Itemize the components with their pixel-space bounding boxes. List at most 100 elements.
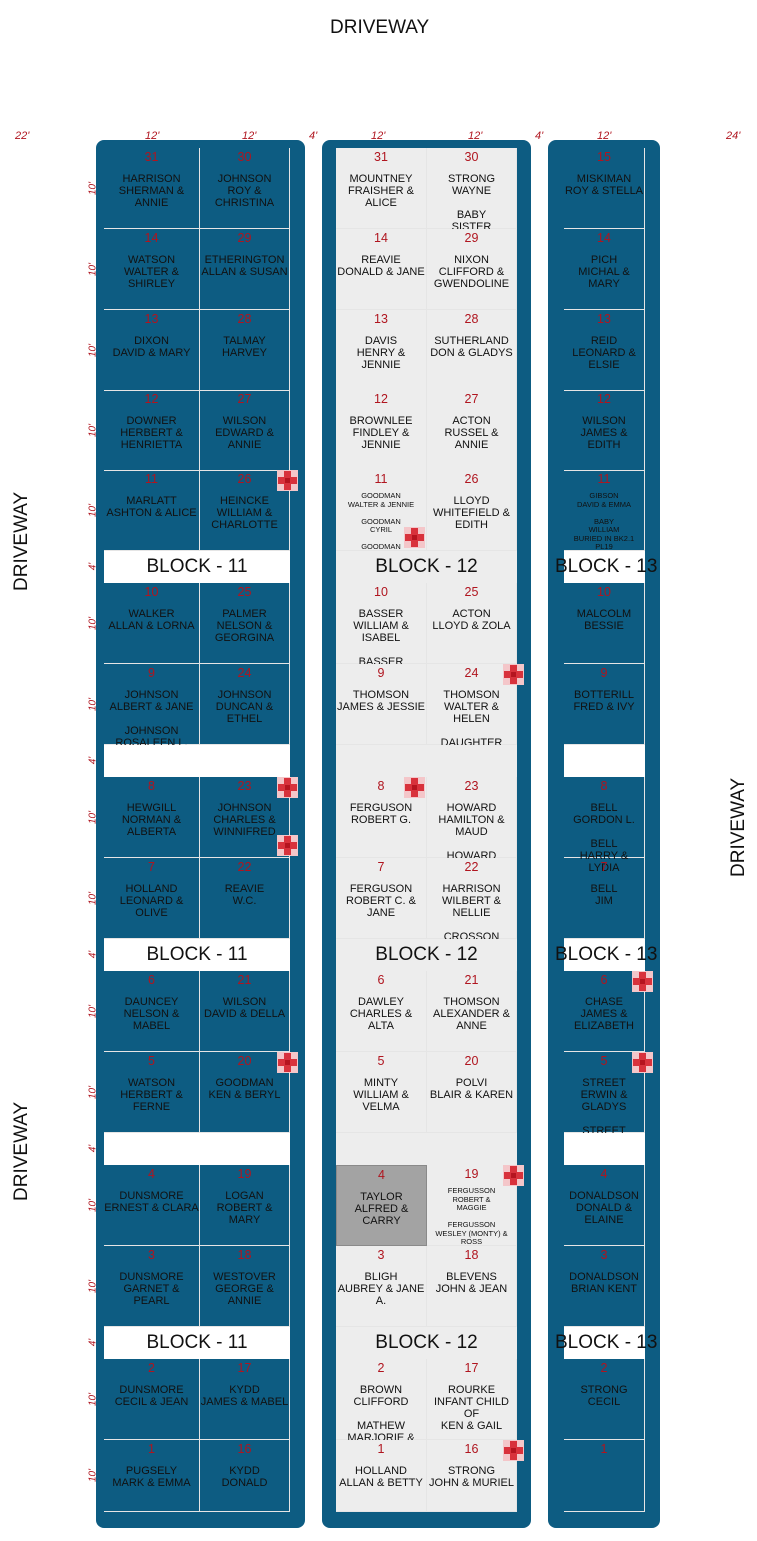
red-cross-marker-icon — [404, 527, 425, 548]
plot-occupants: HARRISON SHERMAN & ANNIE — [118, 173, 185, 209]
plot-occupants: MINTY WILLIAM & VELMA — [353, 1077, 409, 1113]
plot-number: 11 — [374, 472, 388, 486]
plot-number: 1 — [377, 1442, 385, 1456]
aisle-gap — [564, 551, 645, 583]
row-dimension-label: 10' — [87, 423, 99, 437]
plot-occupants: HOLLAND ALLAN & BETTY — [339, 1465, 423, 1489]
plot-b13-1[interactable]: 1 — [564, 1440, 645, 1512]
plot-number: 19 — [237, 1167, 252, 1181]
plot-occupants: GOODMAN KEN & BERYL — [208, 1077, 281, 1101]
plot-occupants: DUNSMORE ERNEST & CLARA — [104, 1190, 199, 1214]
plot-number: 15 — [597, 150, 611, 164]
aisle-gap — [104, 1133, 290, 1165]
aisle-gap — [336, 1133, 517, 1165]
plot-occupants: DUNSMORE GARNET & PEARL — [119, 1271, 184, 1307]
plot-occupants: DONALDSON BRIAN KENT — [569, 1271, 639, 1295]
plot-number: 6 — [377, 973, 385, 987]
plot-occupants: NIXON CLIFFORD & GWENDOLINE — [433, 254, 510, 290]
aisle-gap — [104, 1327, 290, 1359]
plot-occupants: PUGSELY MARK & EMMA — [112, 1465, 191, 1489]
plot-number: 5 — [148, 1054, 155, 1068]
plot-number: 21 — [237, 973, 252, 987]
plot-occupants: LOGAN ROBERT & MARY — [216, 1190, 273, 1226]
dim-col-b12-a: 12' — [371, 130, 386, 142]
plot-occupants: REID LEONARD & ELSIE — [572, 335, 636, 371]
plot-number: 4 — [148, 1167, 155, 1181]
driveway-left-upper-label: DRIVEWAY — [11, 491, 32, 591]
plot-occupants: FERGUSON ROBERT C. & JANE — [346, 883, 416, 919]
